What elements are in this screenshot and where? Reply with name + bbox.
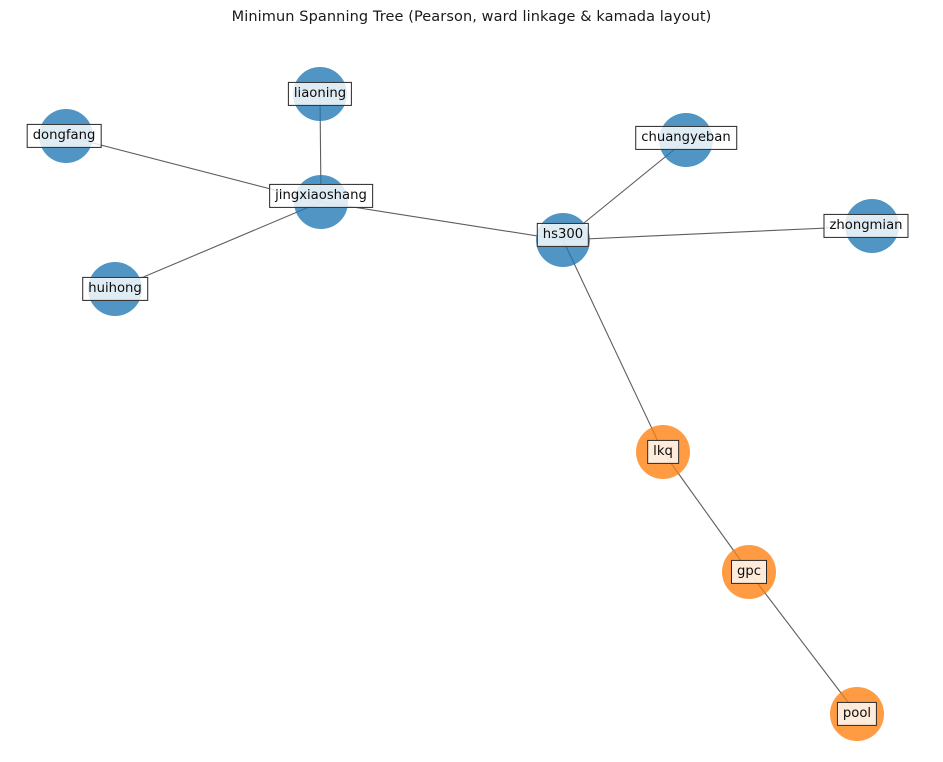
node-label-text: zhongmian: [829, 217, 903, 233]
node-label-liaoning[interactable]: liaoning: [287, 81, 353, 107]
node-label-text: lkq: [653, 443, 673, 459]
edge-huihong-jingxiaoshang: [114, 201, 322, 290]
node-label-chuangyeban[interactable]: chuangyeban: [635, 125, 737, 151]
node-label-text: hs300: [542, 226, 584, 242]
edge-hs300-zhongmian: [562, 225, 873, 241]
edge-gpc-pool: [748, 571, 858, 715]
page-title: Minimun Spanning Tree (Pearson, ward lin…: [231, 9, 712, 25]
node-label-pool[interactable]: pool: [836, 701, 878, 727]
node-label-text: liaoning: [293, 85, 347, 101]
node-label-text: gpc: [737, 563, 761, 579]
edge-hs300-lkq: [562, 239, 664, 453]
node-label-hs300[interactable]: hs300: [536, 222, 590, 248]
node-label-huihong[interactable]: huihong: [82, 276, 148, 302]
node-label-text: chuangyeban: [641, 129, 731, 145]
edges-layer: [65, 93, 873, 715]
node-label-text: pool: [842, 705, 872, 721]
node-label-zhongmian[interactable]: zhongmian: [823, 213, 909, 239]
node-label-jingxiaoshang[interactable]: jingxiaoshang: [269, 183, 373, 209]
nodes-layer: [39, 67, 899, 741]
node-label-text: dongfang: [32, 127, 96, 143]
node-label-text: huihong: [88, 280, 142, 296]
node-label-dongfang[interactable]: dongfang: [26, 123, 102, 149]
node-label-text: jingxiaoshang: [275, 187, 367, 203]
edge-jingxiaoshang-hs300: [320, 201, 564, 241]
node-label-gpc[interactable]: gpc: [731, 559, 767, 585]
node-label-lkq[interactable]: lkq: [647, 439, 679, 465]
